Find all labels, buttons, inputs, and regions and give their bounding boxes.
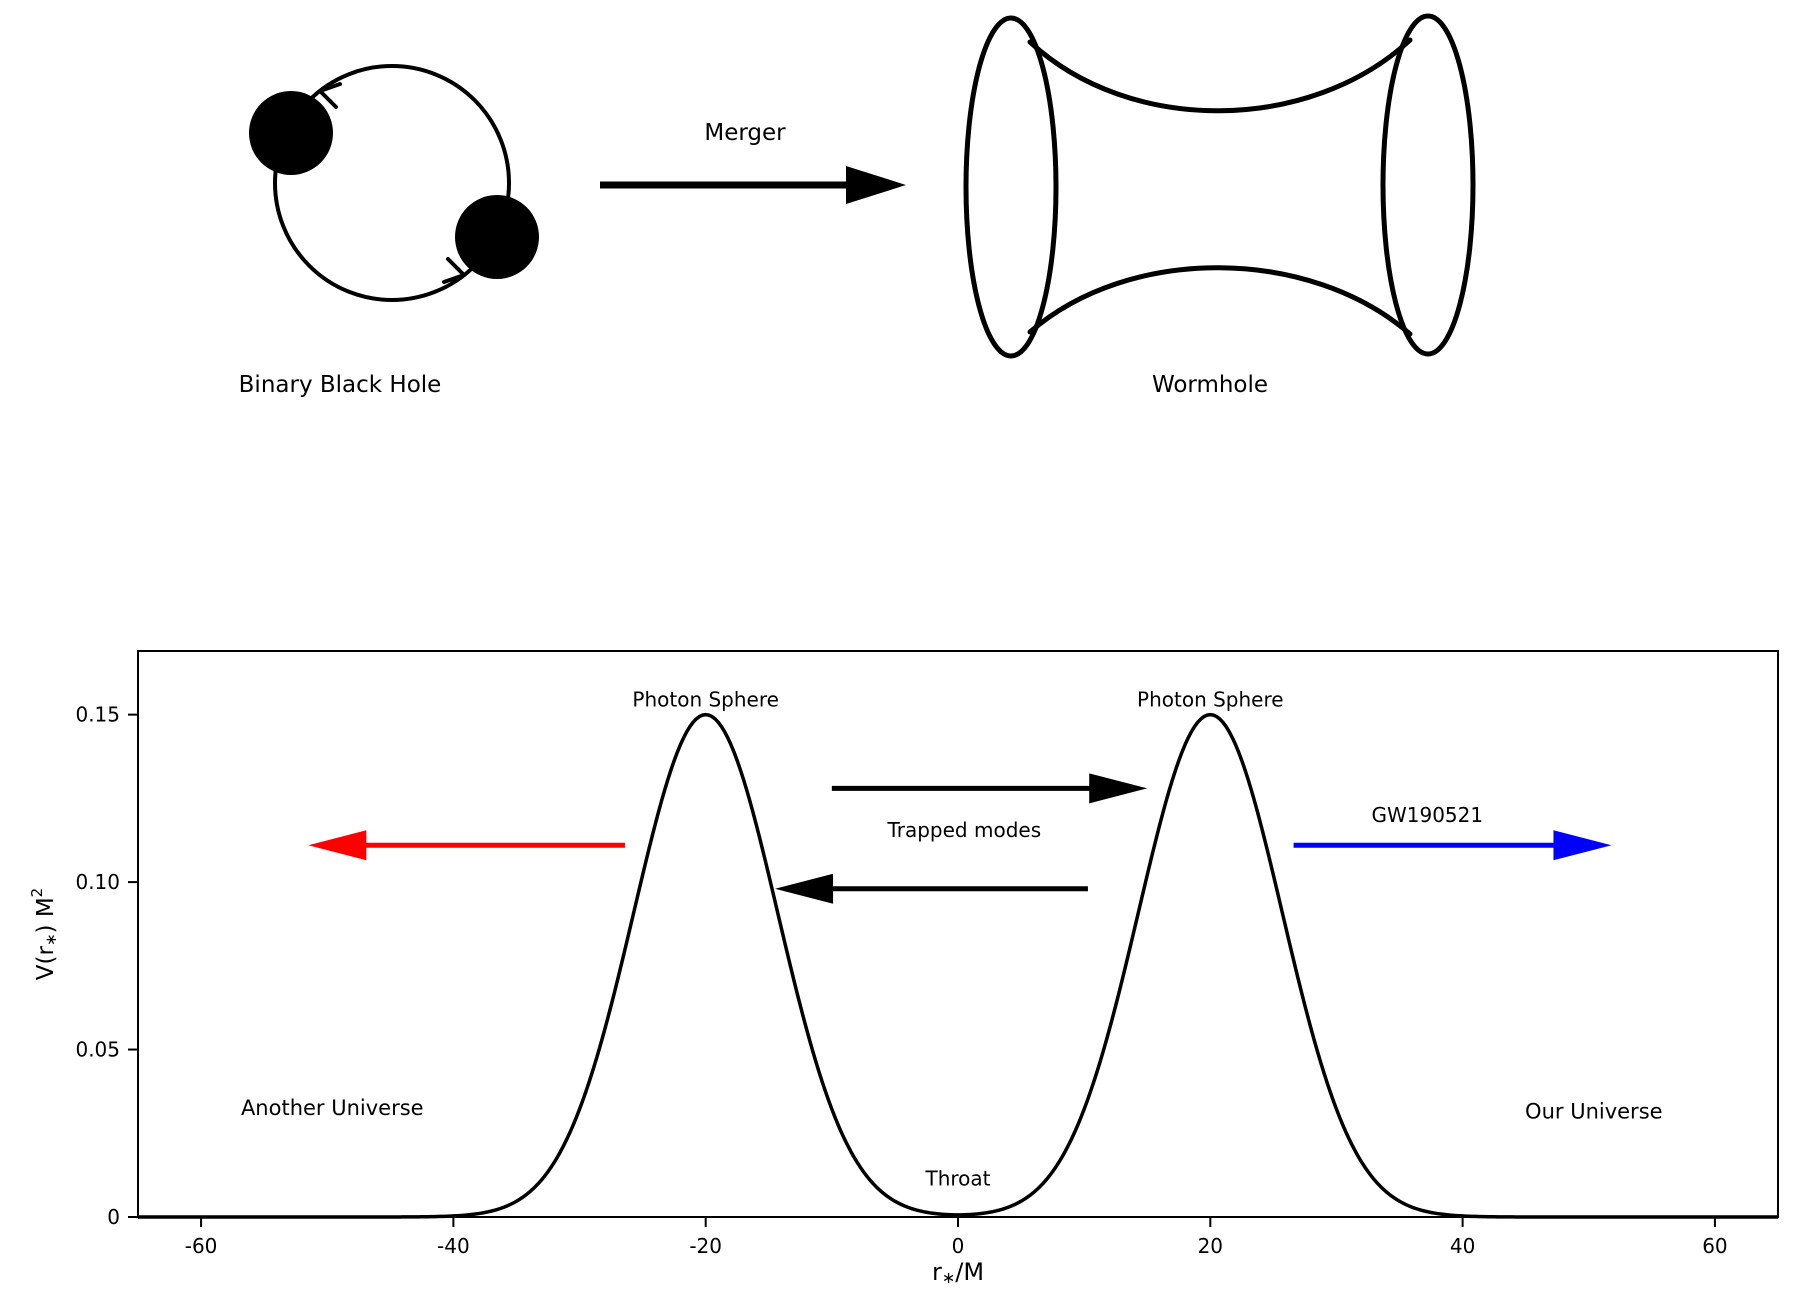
binary-black-hole-label: Binary Black Hole — [239, 372, 442, 398]
x-tick-label: 0 — [952, 1234, 965, 1258]
x-tick-label: 20 — [1198, 1234, 1223, 1258]
wormhole-mouth-left — [963, 15, 1059, 359]
binary-black-hole-diagram: Binary Black Hole — [239, 64, 539, 398]
gw190521-label: GW190521 — [1371, 803, 1483, 827]
merger-arrow-group: Merger — [600, 120, 906, 204]
our-universe-label: Our Universe — [1525, 1100, 1663, 1124]
potential-curve — [138, 712, 1778, 1219]
x-axis-label: r∗/M — [932, 1258, 984, 1287]
orbit-arrowhead-bottom — [442, 257, 466, 284]
wormhole-label: Wormhole — [1152, 372, 1268, 398]
x-tick-label: -20 — [689, 1234, 722, 1258]
y-tick-label: 0.10 — [75, 870, 120, 894]
x-tick-label: -60 — [185, 1234, 218, 1258]
black-hole-2 — [455, 195, 539, 279]
wormhole-throat-bottom-curve — [1027, 265, 1413, 337]
trapped-modes-label: Trapped modes — [886, 818, 1041, 842]
tick-marks — [128, 713, 1716, 1227]
photon-sphere-label-left: Photon Sphere — [632, 688, 779, 712]
black-hole-1 — [249, 91, 333, 175]
plot-frame — [137, 650, 1779, 1218]
x-tick-label: -40 — [437, 1234, 470, 1258]
another-universe-label: Another Universe — [241, 1096, 424, 1120]
y-tick-label: 0.15 — [75, 703, 120, 727]
y-tick-label: 0 — [107, 1205, 120, 1229]
potential-plot: -60 -40 -20 0 20 40 60 0 0.05 0.10 0.15 Photon Sph… — [28, 650, 1779, 1287]
throat-label: Throat — [924, 1166, 990, 1190]
orbit-path — [273, 64, 511, 302]
x-tick-label: 40 — [1450, 1234, 1475, 1258]
y-axis-label: V(r∗) M2 — [28, 888, 60, 980]
merger-arrowhead — [846, 166, 906, 204]
tick-labels: -60 -40 -20 0 20 40 60 0 0.05 0.10 0.15 — [75, 703, 1727, 1258]
wormhole-diagram: Wormhole — [963, 13, 1476, 398]
escape-arrow-left-head — [308, 830, 367, 861]
x-tick-label: 60 — [1702, 1234, 1727, 1258]
trapped-mode-arrow-right-head — [1089, 773, 1148, 804]
y-tick-label: 0.05 — [75, 1038, 120, 1062]
wormhole-mouth-right — [1380, 13, 1476, 357]
trapped-mode-arrow-left-head — [775, 873, 834, 904]
photon-sphere-label-right: Photon Sphere — [1137, 688, 1284, 712]
orbit-arrowhead-top — [318, 82, 342, 109]
wormhole-throat-top-curve — [1027, 37, 1413, 114]
gw190521-arrow-right-head — [1553, 830, 1612, 861]
merger-label: Merger — [704, 120, 786, 146]
